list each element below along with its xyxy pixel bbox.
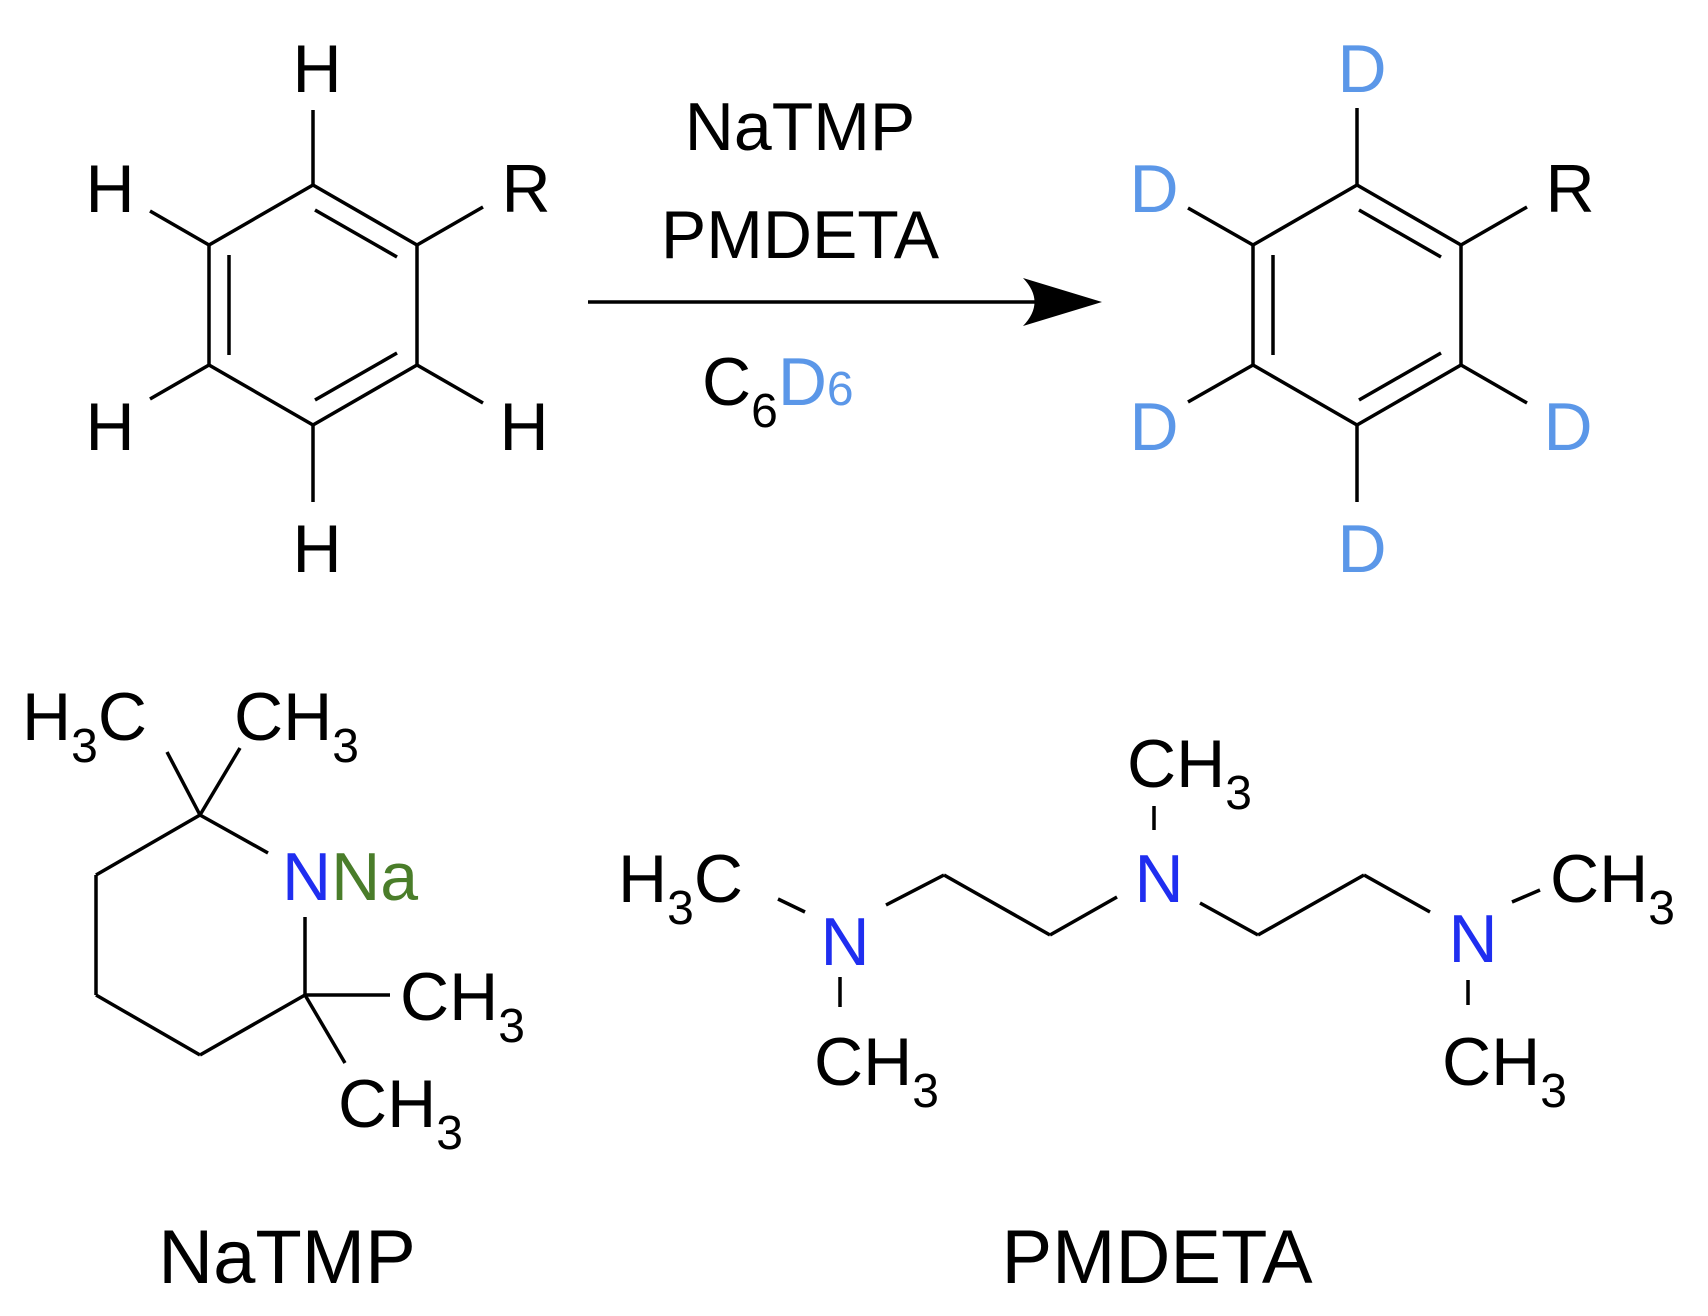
reactant-h-bottom: H <box>292 511 341 587</box>
natmp-ch3-bottom: CH3 <box>338 1066 463 1160</box>
reactant-h-top: H <box>292 31 341 107</box>
pmdeta-n-left: N <box>820 904 869 980</box>
natmp-structure: H3C CH3 NNa CH3 CH3 NaTMP <box>22 679 525 1300</box>
pmdeta-n-right: N <box>1448 901 1497 977</box>
product-d-top: D <box>1337 31 1386 107</box>
reactant-h-lower-right: H <box>499 389 548 465</box>
natmp-ch3-top-right: CH3 <box>234 679 359 773</box>
product-d-lower-right: D <box>1543 389 1592 465</box>
pmdeta-ch3-left-bottom: CH3 <box>814 1024 939 1118</box>
reaction-arrow-group: NaTMP PMDETA C6D6 <box>588 89 1102 438</box>
reaction-arrow-head <box>1023 278 1102 326</box>
pmdeta-caption: PMDETA <box>1001 1215 1312 1300</box>
solvent-d: D <box>778 344 827 420</box>
reactant-h-lower-left: H <box>85 389 134 465</box>
reactant-r-label: R <box>501 151 550 227</box>
solvent-c6d6: C6D6 <box>702 344 854 438</box>
product-d-upper-left: D <box>1129 151 1178 227</box>
product-d-bottom: D <box>1337 511 1386 587</box>
solvent-d-count: 6 <box>827 363 854 416</box>
reactant-molecule: H R H H H H <box>85 31 550 587</box>
reactant-h-upper-left: H <box>85 151 134 227</box>
solvent-c: C <box>702 344 751 420</box>
natmp-h3c-label: H3C <box>22 679 147 773</box>
reagent-pmdeta: PMDETA <box>661 197 940 273</box>
natmp-sodium: Na <box>331 839 418 915</box>
product-r-label: R <box>1545 151 1594 227</box>
product-molecule: D R D D D D <box>1129 31 1594 587</box>
natmp-nna-label: NNa <box>282 839 418 915</box>
pmdeta-ch3-right-bottom: CH3 <box>1442 1024 1567 1118</box>
pmdeta-structure: H3C N CH3 CH3 N N CH3 CH3 PMDETA <box>618 726 1675 1300</box>
natmp-ch3-right: CH3 <box>400 959 525 1053</box>
pmdeta-ch3-top: CH3 <box>1127 726 1252 820</box>
pmdeta-h3c-label: H3C <box>618 841 743 935</box>
product-d-lower-left: D <box>1129 389 1178 465</box>
pmdeta-n-middle: N <box>1134 841 1183 917</box>
solvent-c-count: 6 <box>751 385 778 438</box>
reagent-natmp: NaTMP <box>685 89 915 165</box>
natmp-nitrogen: N <box>282 839 331 915</box>
pmdeta-ch3-right: CH3 <box>1550 841 1675 935</box>
natmp-caption: NaTMP <box>158 1215 416 1300</box>
